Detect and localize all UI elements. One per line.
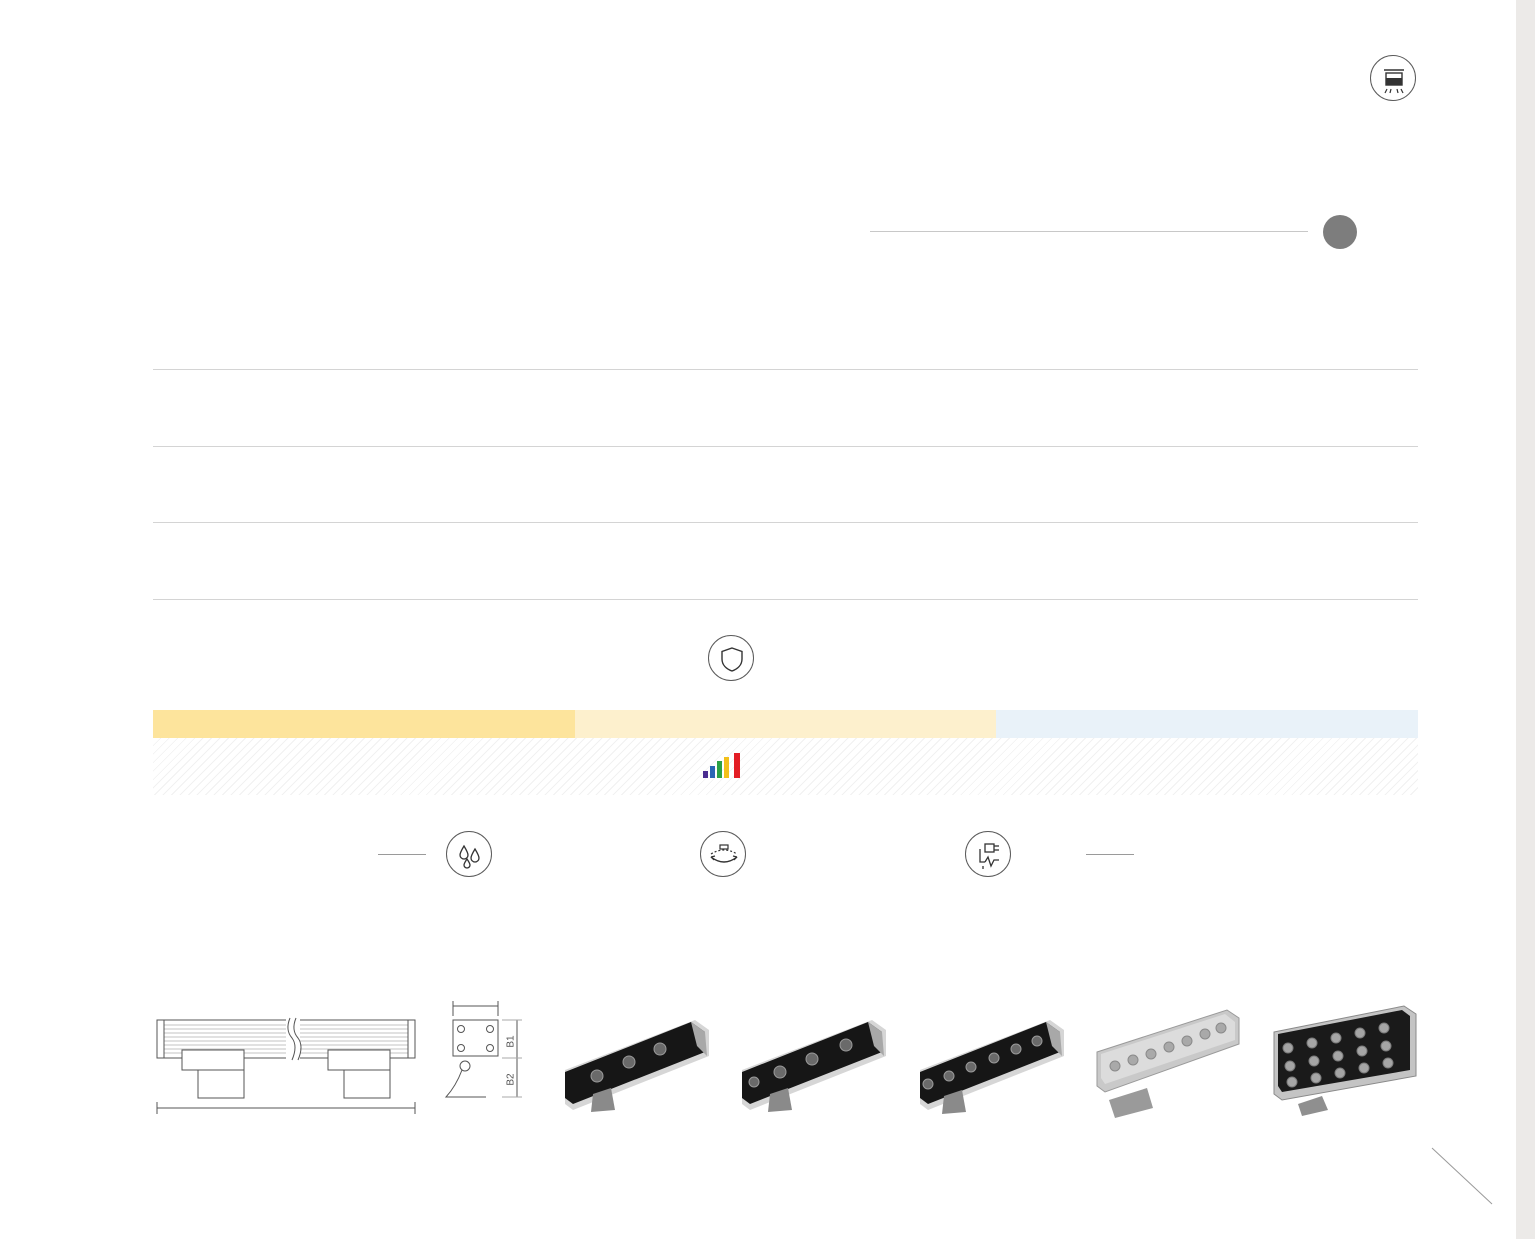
- section-divider: [870, 231, 1308, 232]
- cool-white-band: [996, 710, 1418, 738]
- front-view-drawing: [156, 1017, 416, 1114]
- ceiling-light-icon: [1370, 55, 1416, 101]
- feature-line-left: [378, 854, 426, 855]
- dimension-label-b2: B2: [505, 1073, 517, 1086]
- water-drops-icon: [446, 831, 492, 877]
- product-image: [1272, 1000, 1422, 1125]
- hatched-row: [153, 738, 1418, 795]
- color-bars-icon: [703, 753, 740, 778]
- side-strip: [1516, 0, 1535, 1239]
- warm-white-band: [153, 710, 575, 738]
- product-image: [563, 1000, 713, 1125]
- pager-dot: [1323, 215, 1357, 249]
- spec-row-divider: [153, 522, 1418, 523]
- side-view-drawing: [444, 1001, 522, 1098]
- power-supply-icon: [965, 831, 1011, 877]
- feature-line-right: [1086, 854, 1134, 855]
- dimension-label-b1: B1: [505, 1035, 517, 1048]
- shield-icon: [708, 635, 754, 681]
- product-image: [918, 1000, 1068, 1125]
- neutral-white-band: [575, 710, 996, 738]
- page-corner-line: [1431, 1147, 1493, 1205]
- spec-row-divider: [153, 599, 1418, 600]
- spec-row-divider: [153, 369, 1418, 370]
- spec-row-divider: [153, 446, 1418, 447]
- rotation-angle-icon: [700, 831, 746, 877]
- product-image: [740, 1000, 890, 1125]
- product-image: [1095, 1000, 1245, 1125]
